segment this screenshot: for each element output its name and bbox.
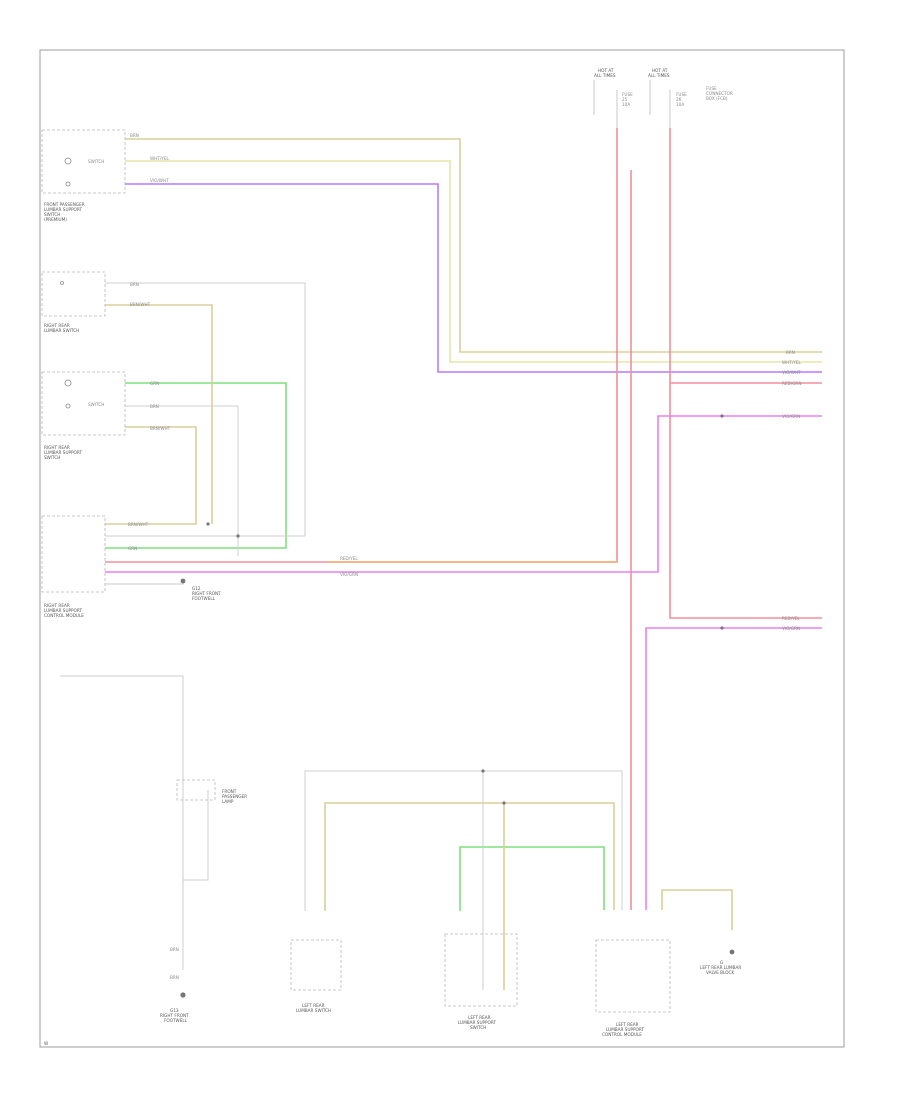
wire-magenta-mid [105,415,822,573]
svg-text:GRN: GRN [150,381,159,386]
wire-fuse-b-down [669,383,822,619]
wire-lamp-feed [60,675,184,970]
svg-text:VIO/GRN: VIO/GRN [782,414,800,419]
wire-green-rr [105,382,287,549]
svg-text:BRN: BRN [170,975,179,980]
wire-brn-top [125,138,822,353]
wire-valve-feed [661,889,733,930]
svg-text:BRN/WHT: BRN/WHT [150,426,171,431]
svg-text:VIO/GRN: VIO/GRN [340,572,358,577]
right-edge-labels: BRN WHT/YEL VIO/WHT RED/GRN VIO/GRN RED/… [782,350,801,631]
splice-dot [502,801,506,805]
footer-code: W [44,1041,48,1046]
wire-violet-top [125,183,822,373]
svg-text:SWITCH: SWITCH [88,159,104,164]
wire-gray-lr-top [304,770,623,911]
svg-text:BRN/WHT: BRN/WHT [128,522,149,527]
front-passenger-switch: SWITCH BRN WHT/YEL VIO/WHT FRONT PASSENG… [41,129,169,222]
wire-green-lr [459,846,605,911]
splice-dot [206,522,210,526]
svg-text:VIO/WHT: VIO/WHT [150,178,169,183]
svg-text:VIO/WHT: VIO/WHT [782,370,801,375]
wire-gray-rr-a [105,282,306,537]
splices [206,414,724,805]
svg-text:VIO/GRN: VIO/GRN [782,626,800,631]
wires [60,128,822,990]
svg-text:BRN: BRN [130,282,139,287]
wire-fuse-b-feed [669,128,822,384]
svg-text:BRN/WHT: BRN/WHT [130,302,151,307]
wire-gray-rr-b [125,405,239,556]
svg-text:RED/YEL: RED/YEL [782,616,800,621]
svg-text:SWITCH: SWITCH [88,402,104,407]
svg-text:BRN: BRN [786,350,795,355]
wire-tan-rr-dial [105,304,213,524]
wire-lamp-branch [183,790,209,881]
wire-wht-yel-top [125,160,822,363]
splice-dot [720,414,724,418]
svg-text:BRN: BRN [170,947,179,952]
splice-dot [236,534,240,538]
svg-text:RED/YEL: RED/YEL [340,556,358,561]
svg-text:BRN: BRN [130,133,139,138]
svg-text:WHT/YEL: WHT/YEL [150,156,169,161]
svg-text:BRN: BRN [150,404,159,409]
svg-text:RED/GRN: RED/GRN [782,381,801,386]
svg-text:GRN: GRN [128,546,137,551]
splice-dot [720,626,724,630]
wire-tan-rr [105,426,197,525]
wire-tan-lr [324,802,615,911]
wire-fuse-a-feed [105,128,618,563]
diagram-frame [39,49,845,1048]
splice-dot [481,769,485,773]
wire-magenta-low [645,627,822,910]
svg-text:WHT/YEL: WHT/YEL [782,360,801,365]
